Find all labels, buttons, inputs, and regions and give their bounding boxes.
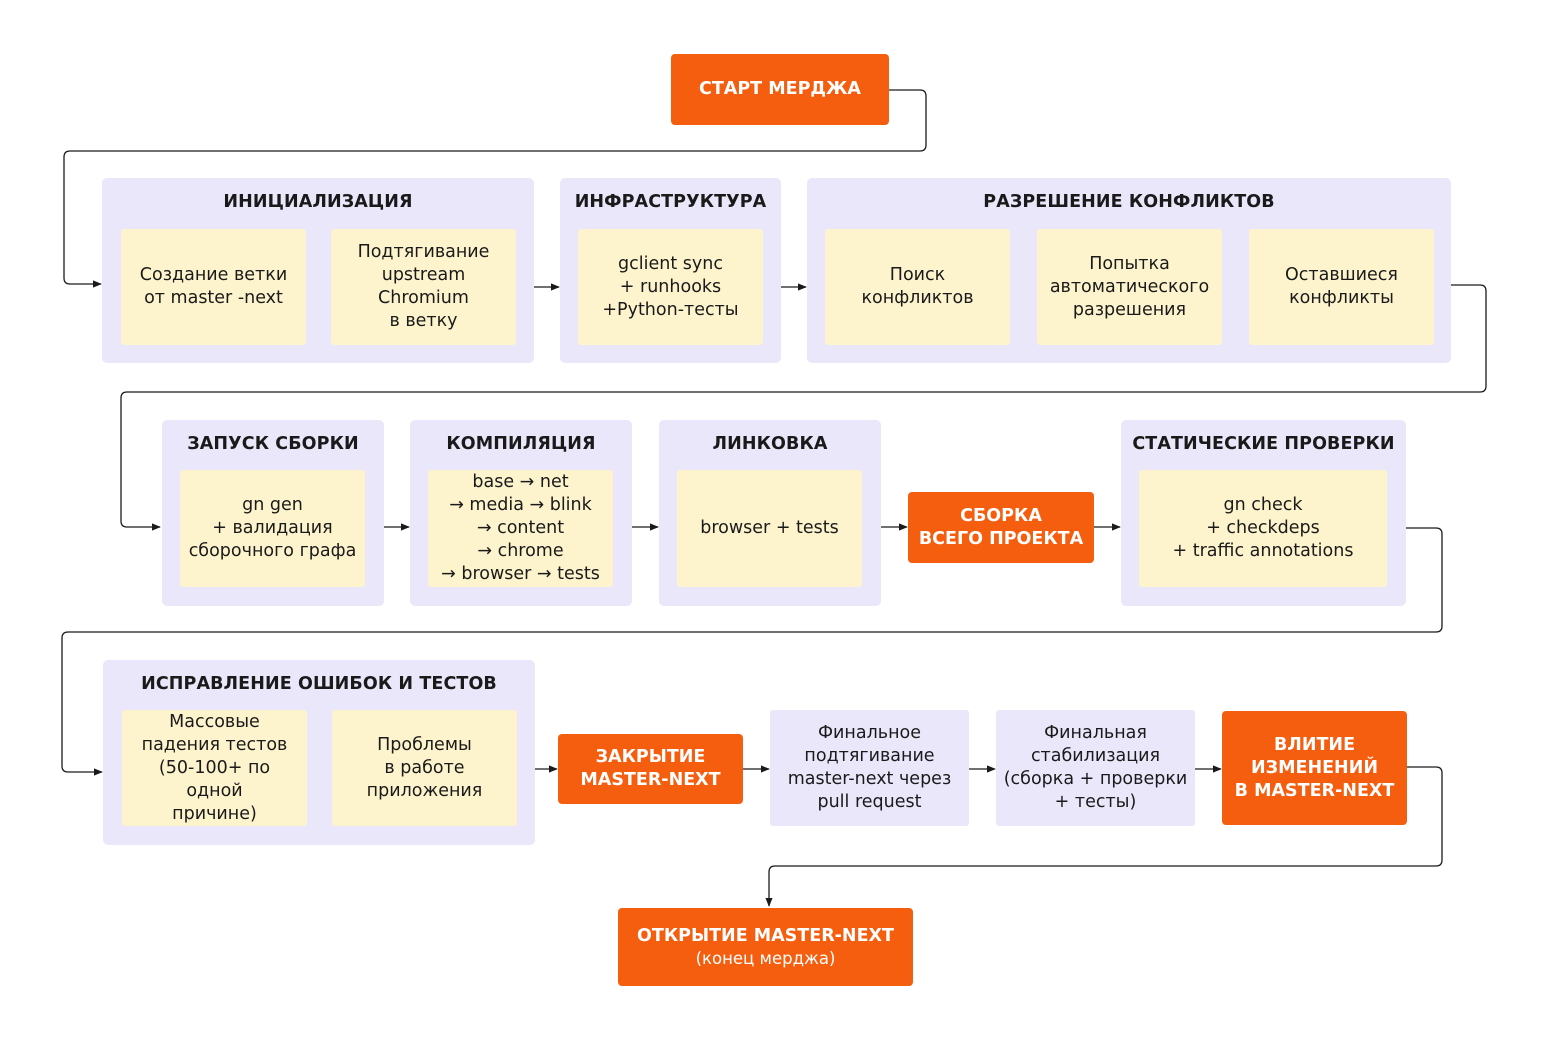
merge-into-master-next-label: ВЛИТИЕ ИЗМЕНЕНИЙ В MASTER-NEXT (1234, 734, 1395, 801)
start-merge-node: СТАРТ МЕРДЖА (671, 54, 889, 125)
mass-test-failures-step: Массовые падения тестов (50-100+ по одно… (122, 710, 307, 826)
remaining-conflicts-step: Оставшиеся конфликты (1249, 229, 1434, 345)
auto-resolve-step: Попытка автоматического разрешения (1037, 229, 1222, 345)
final-pull-step: Финальное подтягивание master-next через… (770, 710, 969, 826)
linking-title: ЛИНКОВКА (712, 434, 828, 454)
app-problems-step: Проблемы в работе приложения (332, 710, 517, 826)
create-branch-step: Создание ветки от master -next (121, 229, 306, 345)
compilation-title: КОМПИЛЯЦИЯ (446, 434, 596, 454)
gn-gen-step: gn gen + валидация сборочного графа (180, 470, 365, 587)
open-master-next-node: ОТКРЫТИЕ MASTER-NEXT (конец мерджа) (618, 908, 913, 986)
full-build-node: СБОРКА ВСЕГО ПРОЕКТА (908, 492, 1094, 563)
fix-errors-title: ИСПРАВЛЕНИЕ ОШИБОК И ТЕСТОВ (141, 674, 497, 694)
close-master-next-label: ЗАКРЫТИЕ MASTER-NEXT (580, 747, 721, 790)
compile-order-step: base → net → media → blink → content → c… (428, 470, 613, 587)
open-master-next-title: ОТКРЫТИЕ MASTER-NEXT (637, 926, 894, 946)
static-checks-title: СТАТИЧЕСКИЕ ПРОВЕРКИ (1132, 434, 1395, 454)
open-master-next-subtitle: (конец мерджа) (695, 949, 836, 968)
initialization-title: ИНИЦИАЛИЗАЦИЯ (223, 192, 413, 212)
close-master-next-node: ЗАКРЫТИЕ MASTER-NEXT (558, 734, 743, 804)
full-build-label: СБОРКА ВСЕГО ПРОЕКТА (918, 505, 1084, 549)
merge-into-master-next-node: ВЛИТИЕ ИЗМЕНЕНИЙ В MASTER-NEXT (1222, 711, 1407, 825)
build-start-title: ЗАПУСК СБОРКИ (187, 434, 359, 454)
infrastructure-title: ИНФРАСТРУКТУРА (574, 192, 767, 212)
gn-check-step: gn check + checkdeps + traffic annotatio… (1139, 470, 1387, 587)
link-browser-tests-step: browser + tests (677, 470, 862, 587)
start-merge-label: СТАРТ МЕРДЖА (699, 79, 861, 99)
pull-upstream-step: Подтягивание upstream Chromium в ветку (331, 229, 516, 345)
find-conflicts-step: Поиск конфликтов (825, 229, 1010, 345)
conflict-resolution-title: РАЗРЕШЕНИЕ КОНФЛИКТОВ (983, 192, 1275, 212)
final-stabilization-step: Финальная стабилизация (сборка + проверк… (996, 710, 1195, 826)
gclient-sync-step: gclient sync + runhooks +Python-тесты (578, 229, 763, 345)
